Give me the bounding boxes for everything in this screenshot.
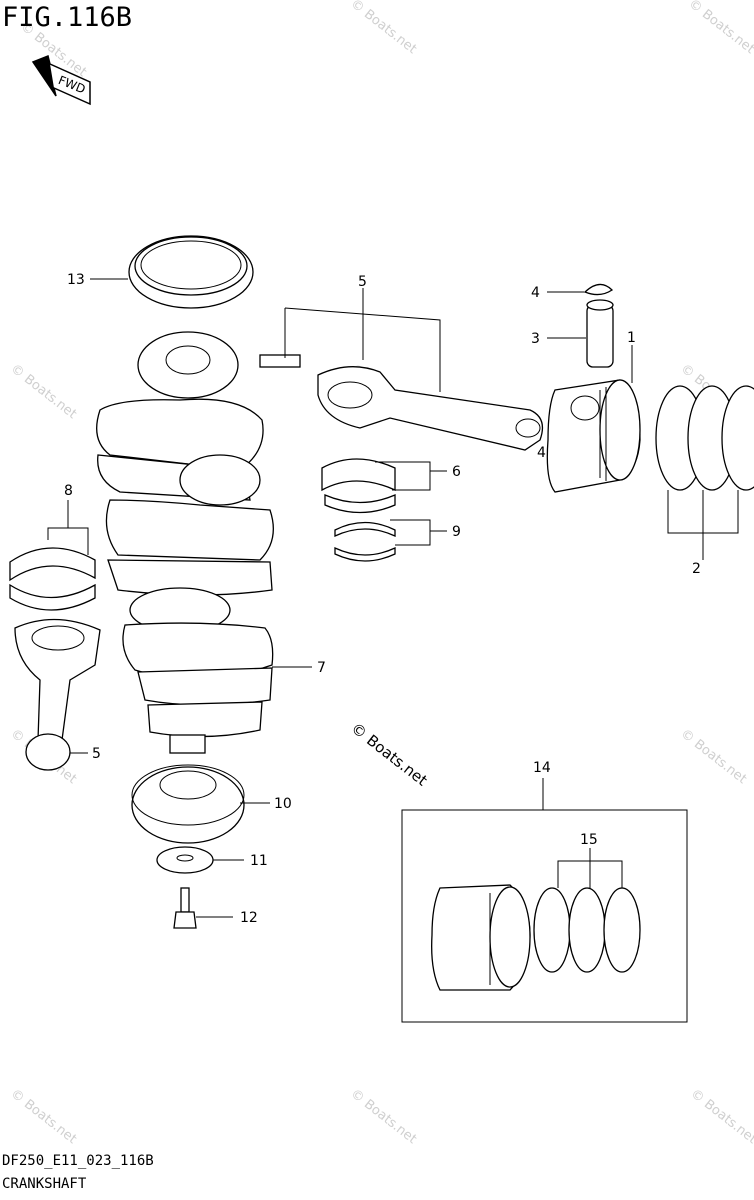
piston-ring-set	[655, 385, 754, 560]
bolt	[173, 887, 233, 929]
watermark: © Boats.net	[348, 0, 420, 57]
callout-4-upper: 4	[531, 285, 540, 301]
crankshaft	[96, 331, 312, 754]
callout-2: 2	[692, 561, 701, 577]
fwd-arrow-icon: FWD	[31, 54, 91, 106]
washer	[156, 846, 244, 874]
callout-12: 12	[240, 910, 258, 926]
circlip-upper	[547, 283, 614, 296]
callout-13: 13	[67, 272, 85, 288]
watermark: © Boats.net	[8, 361, 80, 422]
callout-7: 7	[317, 660, 326, 676]
drawing-code: DF250_E11_023_116B	[2, 1153, 154, 1169]
watermark: © Boats.net	[686, 0, 754, 57]
callout-14: 14	[533, 760, 551, 776]
watermark: © Boats.net	[8, 1086, 80, 1147]
callout-5-lower: 5	[92, 746, 101, 762]
piston	[546, 345, 641, 493]
crankshaft-gear	[131, 764, 270, 844]
watermark: © Boats.net	[348, 1086, 420, 1147]
thrust-bearing	[334, 519, 447, 562]
callout-3: 3	[531, 331, 540, 347]
watermark-center: © Boats.net	[348, 719, 431, 790]
callout-9: 9	[452, 524, 461, 540]
section-name: CRANKSHAFT	[2, 1176, 87, 1192]
watermark: © Boats.net	[688, 1086, 754, 1147]
callout-1: 1	[627, 330, 636, 346]
callout-10: 10	[274, 796, 292, 812]
callout-4-lower: 4	[537, 445, 546, 461]
connecting-rod-lower	[14, 618, 101, 771]
callout-11: 11	[250, 853, 268, 869]
oversize-piston-set-box	[401, 778, 688, 1023]
connecting-rod-upper	[259, 288, 544, 451]
oil-seal	[90, 235, 254, 309]
connecting-rod-bearing	[321, 458, 447, 514]
figure-title: FIG.116B	[2, 2, 133, 33]
crankshaft-bearing	[9, 500, 96, 611]
piston-pin	[547, 299, 614, 368]
callouts: 1 2 3 4 4 5 5 6 7 8 9 10 11 12 13 14 15	[64, 272, 701, 926]
callout-15: 15	[580, 832, 598, 848]
callout-8: 8	[64, 483, 73, 499]
watermark: © Boats.net	[678, 726, 750, 787]
callout-5-upper: 5	[358, 274, 367, 290]
callout-6: 6	[452, 464, 461, 480]
